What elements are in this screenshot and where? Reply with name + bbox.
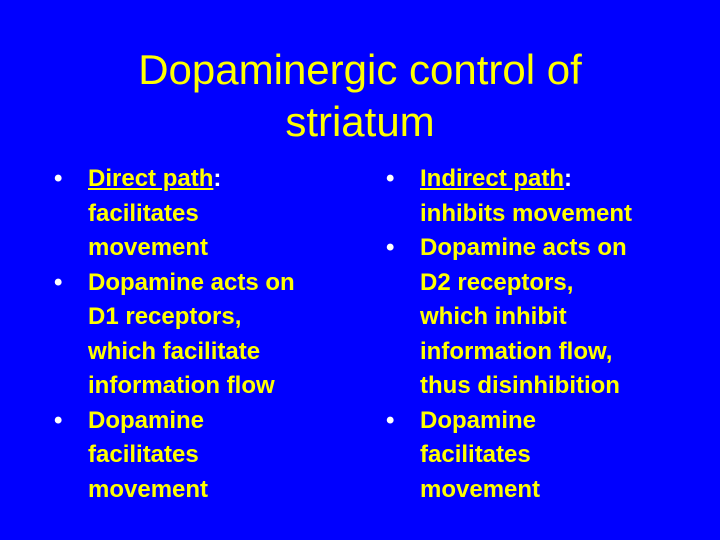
direct-path-text: facilitates movement: [88, 199, 209, 262]
list-item: • Dopamine acts on D2 receptors, which in…: [362, 231, 637, 404]
left-bullet-list: • Direct path: facilitates movement • Dopa…: [30, 162, 305, 507]
indirect-path-text: inhibits movement: [420, 199, 633, 227]
list-item: • Dopamine acts on D1 receptors, which fa…: [30, 266, 305, 404]
heading-colon: :: [564, 165, 573, 192]
bullet-icon: •: [54, 268, 63, 296]
list-item: • Dopamine facilitates movement: [362, 404, 637, 508]
bullet-icon: •: [386, 234, 395, 261]
list-item: • Dopamine facilitates movement: [30, 404, 305, 508]
slide-title-line-1: Dopaminergic control of: [138, 46, 582, 93]
slide-title: Dopaminergic control of striatum: [60, 44, 660, 148]
list-item: • Direct path: facilitates movement: [30, 162, 305, 266]
list-item-text: Dopamine facilitates movement: [88, 406, 209, 503]
bullet-icon: •: [386, 165, 395, 192]
direct-path-heading: Direct path: [88, 165, 214, 192]
list-item-text: Dopamine acts on D2 receptors, which inh…: [420, 234, 627, 399]
list-item: • Indirect path: inhibits movement: [362, 162, 637, 231]
list-item-text: Dopamine facilitates movement: [420, 406, 541, 503]
indirect-path-heading: Indirect path: [420, 165, 565, 192]
bullet-icon: •: [54, 165, 63, 192]
slide-title-line-2: striatum: [285, 98, 435, 145]
list-item-text: Dopamine acts on D1 receptors, which fac…: [88, 268, 295, 400]
left-column: • Direct path: facilitates movement • Dopa…: [30, 162, 305, 507]
heading-colon: :: [213, 165, 222, 192]
right-bullet-list: • Indirect path: inhibits movement • Dopam…: [362, 162, 637, 507]
bullet-icon: •: [386, 406, 395, 434]
right-column: • Indirect path: inhibits movement • Dopam…: [362, 162, 637, 507]
bullet-icon: •: [54, 406, 63, 434]
